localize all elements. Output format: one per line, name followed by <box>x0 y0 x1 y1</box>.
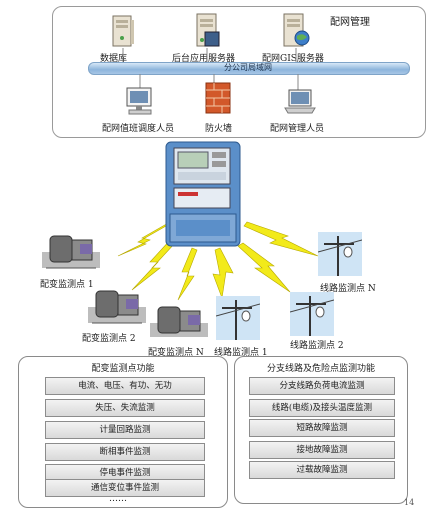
line-n-label: 线路监测点 N <box>320 284 376 294</box>
gis-server-icon <box>280 12 312 54</box>
transformer-function-item: 电流、电压、有功、无功 <box>45 377 205 395</box>
desktop-computer-icon <box>124 86 158 122</box>
monitoring-terminal-icon <box>164 140 242 254</box>
app-server-icon <box>193 12 223 54</box>
app-server-label: 后台应用服务器 <box>172 54 236 64</box>
transformer-2-label: 配变监测点 2 <box>82 334 136 344</box>
bus-connectors <box>122 48 299 90</box>
transformer-functions-ellipsis: …… <box>109 494 127 504</box>
transformer-n-label: 配变监测点 N <box>148 348 204 358</box>
transformer-station-icon <box>148 303 210 347</box>
transformer-function-item: 失压、失流监测 <box>45 399 205 417</box>
wireless-links <box>117 221 319 301</box>
dispatch-staff-label: 配网值班调度人员 <box>102 124 175 134</box>
transformer-function-item: 断相事件监测 <box>45 443 205 461</box>
transformer-station-icon <box>86 285 148 333</box>
transformer-station-icon <box>40 230 102 278</box>
page-mark: 14 <box>404 498 415 507</box>
line-2-label: 线路监测点 2 <box>290 341 344 351</box>
line-function-item: 接地故障监测 <box>249 441 395 459</box>
power-line-pole-icon <box>317 232 363 280</box>
transformer-1-label: 配变监测点 1 <box>40 280 94 290</box>
laptop-icon <box>283 88 317 120</box>
transformer-function-item: 计量回路监测 <box>45 421 205 439</box>
network-management-title: 配网管理 <box>330 17 370 28</box>
database-server-icon <box>110 14 136 52</box>
line-function-item: 分支线路负荷电流监测 <box>249 377 395 395</box>
line-1-label: 线路监测点 1 <box>214 348 268 358</box>
line-functions-panel: 分支线路及危险点监测功能 分支线路负荷电流监测 线路(电缆)及接头温度监测 短路… <box>234 356 408 504</box>
line-functions-title: 分支线路及危险点监测功能 <box>266 364 375 374</box>
firewall-icon <box>205 82 231 118</box>
firewall-label: 防火墙 <box>205 124 233 134</box>
power-line-pole-icon <box>215 296 261 344</box>
transformer-functions-title: 配变监测点功能 <box>91 364 155 374</box>
lan-bus <box>88 62 410 75</box>
line-function-item: 过载故障监测 <box>249 461 395 479</box>
power-line-pole-icon <box>289 292 335 340</box>
mgmt-staff-label: 配网管理人员 <box>270 124 325 134</box>
transformer-functions-panel: 配变监测点功能 电流、电压、有功、无功 失压、失流监测 计量回路监测 断相事件监… <box>18 356 228 508</box>
gis-server-label: 配网GIS服务器 <box>262 54 324 64</box>
transformer-function-item: 通信变位事件监测 <box>45 479 205 497</box>
database-label: 数据库 <box>100 54 128 64</box>
line-function-item: 短路故障监测 <box>249 419 395 437</box>
lan-bus-label: 分公司局域网 <box>224 63 272 72</box>
line-function-item: 线路(电缆)及接头温度监测 <box>249 399 395 417</box>
